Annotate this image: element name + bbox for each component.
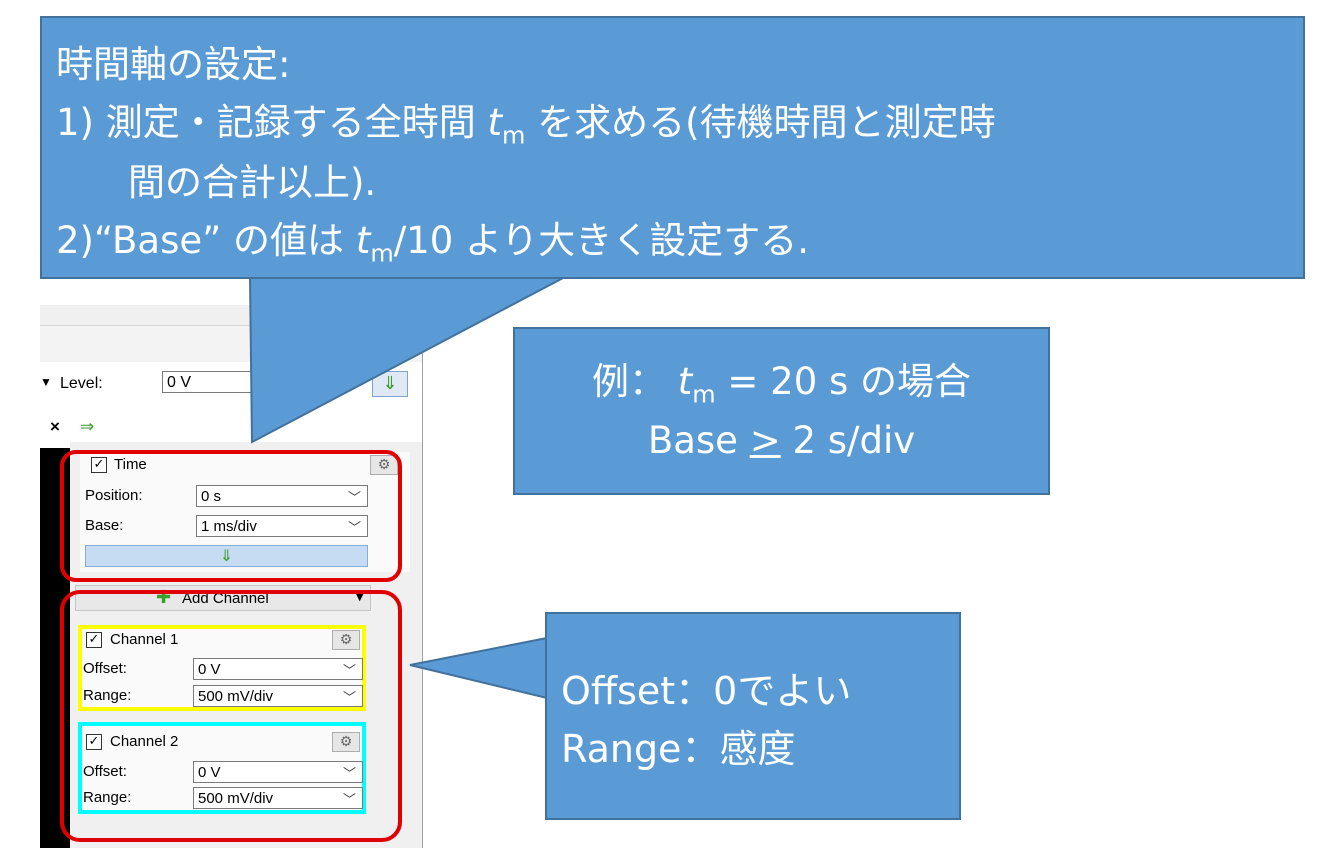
time-position-select[interactable]: 0 s ﹀ [196,485,368,507]
chevron-down-icon: ﹀ [342,663,356,678]
channel-2-range-label: Range: [83,789,132,806]
channel-2-group: ✓ Channel 2 ⚙ Offset: 0 V ﹀ Range: 500 m… [78,722,366,814]
step-1-number: 1) [56,101,94,144]
callout-step-1: 1) 測定・記録する全時間 tm を求める(待機時間と測定時 [56,92,996,149]
level-label: Level: [60,375,103,392]
t-variable: t [487,101,503,144]
callout-step-1-cont: 間の合計以上). [128,161,377,204]
channel-1-settings-gear-icon[interactable]: ⚙ [332,630,360,650]
add-channel-button[interactable]: ✚ Add Channel ▼ [75,585,371,611]
step-1-text-b: を求める(待機時間と測定時 [537,101,996,144]
down-arrow-icon: ⇓ [219,546,234,565]
channel-2-range-select[interactable]: 500 mV/div ﹀ [193,787,363,809]
time-apply-button[interactable]: ⇓ [85,545,368,567]
step-2-text-b: /10 より大きく設定する. [393,219,810,262]
example-line-2: Base > 2 s/div [515,419,1048,462]
level-dropdown-arrow-icon[interactable]: ▼ [40,375,52,389]
channel-1-offset-label: Offset: [83,660,127,677]
ge-symbol: > [749,419,781,462]
example-base-value: 2 s/div [792,419,916,462]
time-base-value: 1 ms/div [201,518,257,535]
channel-callout-range: Range：感度 [561,727,796,771]
example-line-1: 例： tm = 20 s の場合 [515,351,1048,408]
time-highlight-ring [60,450,402,582]
chevron-down-icon: ﹀ [342,690,356,705]
example-callout: 例： tm = 20 s の場合 Base > 2 s/div [513,327,1050,495]
t-variable: t [677,360,693,403]
t-subscript: m [502,121,526,150]
time-base-label: Base: [85,517,124,534]
example-value: = 20 s の場合 [727,360,972,403]
oscilloscope-screen [40,448,70,848]
channel-1-offset-select[interactable]: 0 V ﹀ [193,658,363,680]
example-base-label: Base [647,419,738,462]
callout-heading: 時間軸の設定: [56,43,291,86]
arrow-right-icon[interactable]: ⇒ [80,417,95,436]
channel-2-settings-gear-icon[interactable]: ⚙ [332,732,360,752]
callout-step-2: 2)“Base” の値は tm/10 より大きく設定する. [56,210,809,267]
step-2-text-a: 2)“Base” の値は [56,219,345,262]
channel-2-title: Channel 2 [110,733,179,750]
channel-2-enable-checkbox[interactable]: ✓ [86,734,102,750]
chevron-down-icon: ﹀ [347,490,361,505]
channel-2-offset-label: Offset: [83,763,127,780]
level-apply-button[interactable]: ⇓ [372,371,408,397]
t-subscript: m [692,380,716,409]
time-position-value: 0 s [201,488,222,505]
channel-1-range-select[interactable]: 500 mV/div ﹀ [193,685,363,707]
time-title: Time [114,456,147,473]
t-subscript: m [370,239,394,268]
chevron-down-icon: ﹀ [342,792,356,807]
example-prefix: 例： [591,360,666,403]
channel-1-range-label: Range: [83,687,132,704]
channel-dock: ✓ Time ⚙ Position: 0 s ﹀ Base: 1 ms/div … [70,442,422,848]
chevron-down-icon: ﹀ [347,520,361,535]
channel-2-range-value: 500 mV/div [198,790,274,807]
channel-1-range-value: 500 mV/div [198,688,274,705]
channel-1-title: Channel 1 [110,631,179,648]
channel-callout: Offset：0でよい Range：感度 [545,612,961,820]
channel-1-enable-checkbox[interactable]: ✓ [86,632,102,648]
scope-control-panel: ▼ Level: 0 V ⇓ × ⇒ ✓ Time ⚙ Position: 0 … [40,305,423,848]
channels-highlight-ring [60,590,402,842]
time-position-label: Position: [85,487,143,504]
channel-1-offset-value: 0 V [198,661,221,678]
down-arrow-icon: ⇓ [382,373,398,394]
time-axis-callout: 時間軸の設定: 1) 測定・記録する全時間 tm を求める(待機時間と測定時 間… [40,16,1305,279]
time-base-select[interactable]: 1 ms/div ﹀ [196,515,368,537]
add-channel-dropdown-icon[interactable]: ▼ [355,590,364,603]
channel-2-offset-value: 0 V [198,764,221,781]
step-1-text-a: 測定・記録する全時間 [105,101,476,144]
close-icon[interactable]: × [50,417,60,436]
channel-2-offset-select[interactable]: 0 V ﹀ [193,761,363,783]
time-enable-checkbox[interactable]: ✓ [91,457,107,473]
t-variable: t [355,219,371,262]
channel-callout-offset: Offset：0でよい [561,669,852,713]
channel-callout-tail [409,636,548,700]
add-channel-label: Add Channel [182,590,269,607]
level-value: 0 V [167,374,192,391]
chevron-down-icon: ﹀ [342,766,356,781]
channel-1-group: ✓ Channel 1 ⚙ Offset: 0 V ﹀ Range: 500 m… [78,625,366,711]
